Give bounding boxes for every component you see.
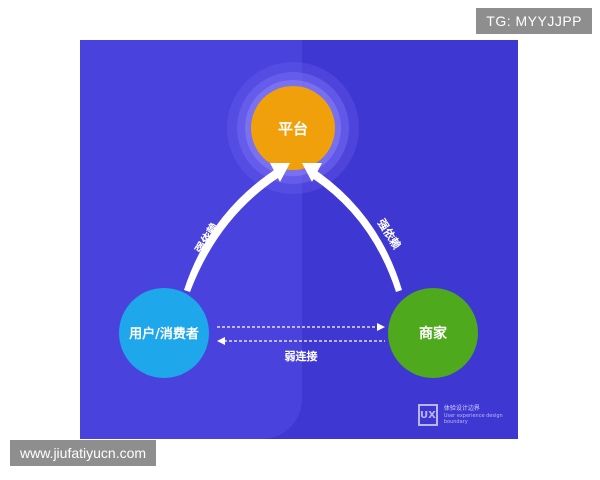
brand-name: 体验设计边界 [443,405,480,412]
relationship-diagram: 平台 强依赖 强依赖 用户/消费者 商家 弱连接 [119,62,478,378]
right-arrow-head [302,163,322,182]
weak-link-forward-head [377,323,385,331]
brand-mark: UX 体验设计边界 User experience design boundar… [418,404,518,426]
platform-node [251,86,335,170]
users-label: 用户/消费者 [128,326,199,342]
brand-text: 体验设计边界 User experience design boundary [444,405,518,425]
ux-logo-icon: UX [418,404,438,426]
users-node [119,288,209,378]
diagram-panel: 平台 强依赖 强依赖 用户/消费者 商家 弱连接 UX 体验设计边界 User … [80,40,518,439]
left-arrow-head [270,163,290,182]
url-watermark: www.jiufatiyucn.com [10,440,157,466]
left-arrow-shaft [184,165,282,292]
right-arrow-shaft [308,165,402,292]
merchant-label: 商家 [419,325,448,342]
weak-link-backward-head [217,337,225,345]
merchant-node [388,288,478,378]
tg-watermark: TG: MYYJJPP [476,8,592,34]
bottom-edge-label: 弱连接 [285,349,318,363]
brand-subtitle: User experience design boundary [443,413,503,425]
platform-label: 平台 [278,120,308,138]
